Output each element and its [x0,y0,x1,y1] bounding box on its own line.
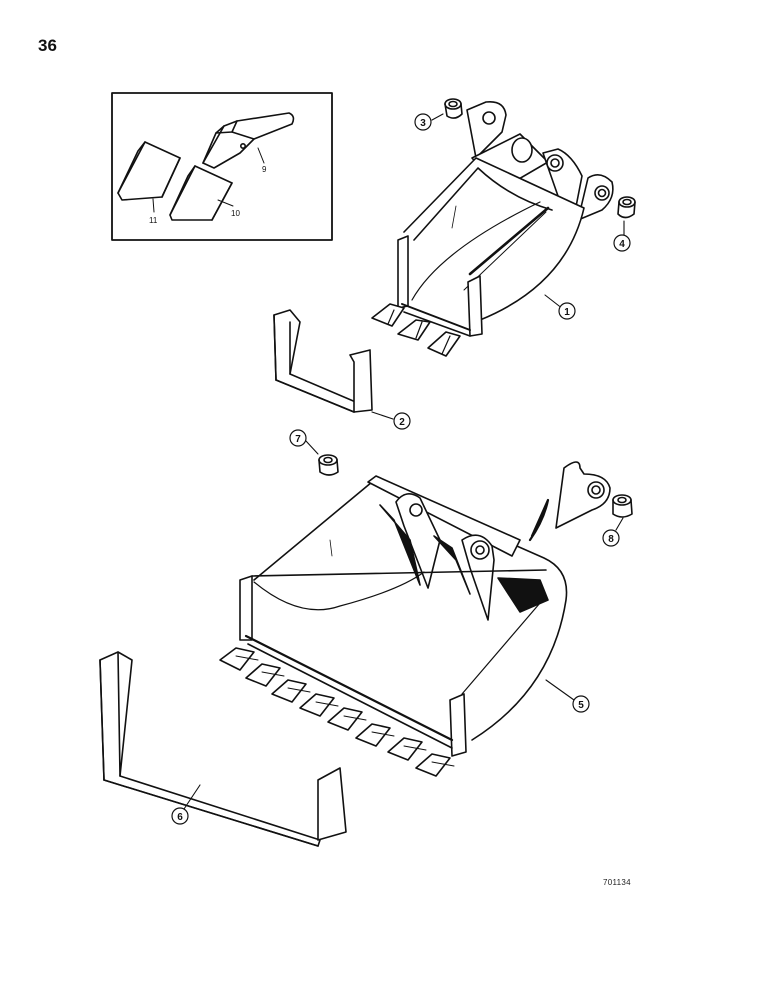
tooth-adapter-9 [202,112,295,169]
callout-4: 4 [613,234,631,252]
bushing-4 [617,196,636,219]
callout-7: 7 [289,429,307,447]
callout-8: 8 [602,529,620,547]
teeth-inset: 9 10 11 [111,92,333,241]
bushing-8 [612,494,633,518]
callout-3: 3 [414,113,432,131]
callout-8-label: 8 [608,534,614,545]
callout-5-label: 5 [578,700,584,711]
callout-3-label: 3 [420,118,426,129]
drawing-reference-number: 701134 [603,878,631,887]
bushing-3 [444,98,463,119]
tooth-11 [117,141,181,201]
narrow-side-cutter [273,309,373,413]
bushing-7 [318,454,339,476]
callout-leaders [183,113,625,810]
inset-label-9: 9 [262,165,267,174]
callout-4-label: 4 [619,239,625,250]
callout-1-label: 1 [564,307,570,318]
callout-2-label: 2 [399,417,405,428]
callout-5: 5 [572,695,590,713]
tooth-10 [169,165,233,221]
callout-1: 1 [558,302,576,320]
callout-2: 2 [393,412,411,430]
inset-label-11: 11 [149,216,158,225]
callout-7-label: 7 [295,434,301,445]
inset-label-10: 10 [231,209,240,218]
callout-6: 6 [171,807,189,825]
ear-plate [528,461,611,542]
page-number: 36 [38,36,57,55]
callout-6-label: 6 [177,812,183,823]
narrow-bucket [371,100,614,357]
wide-bucket [219,475,568,777]
wide-side-cutter [99,651,347,847]
callouts: 1 2 3 4 5 6 7 [171,113,631,825]
